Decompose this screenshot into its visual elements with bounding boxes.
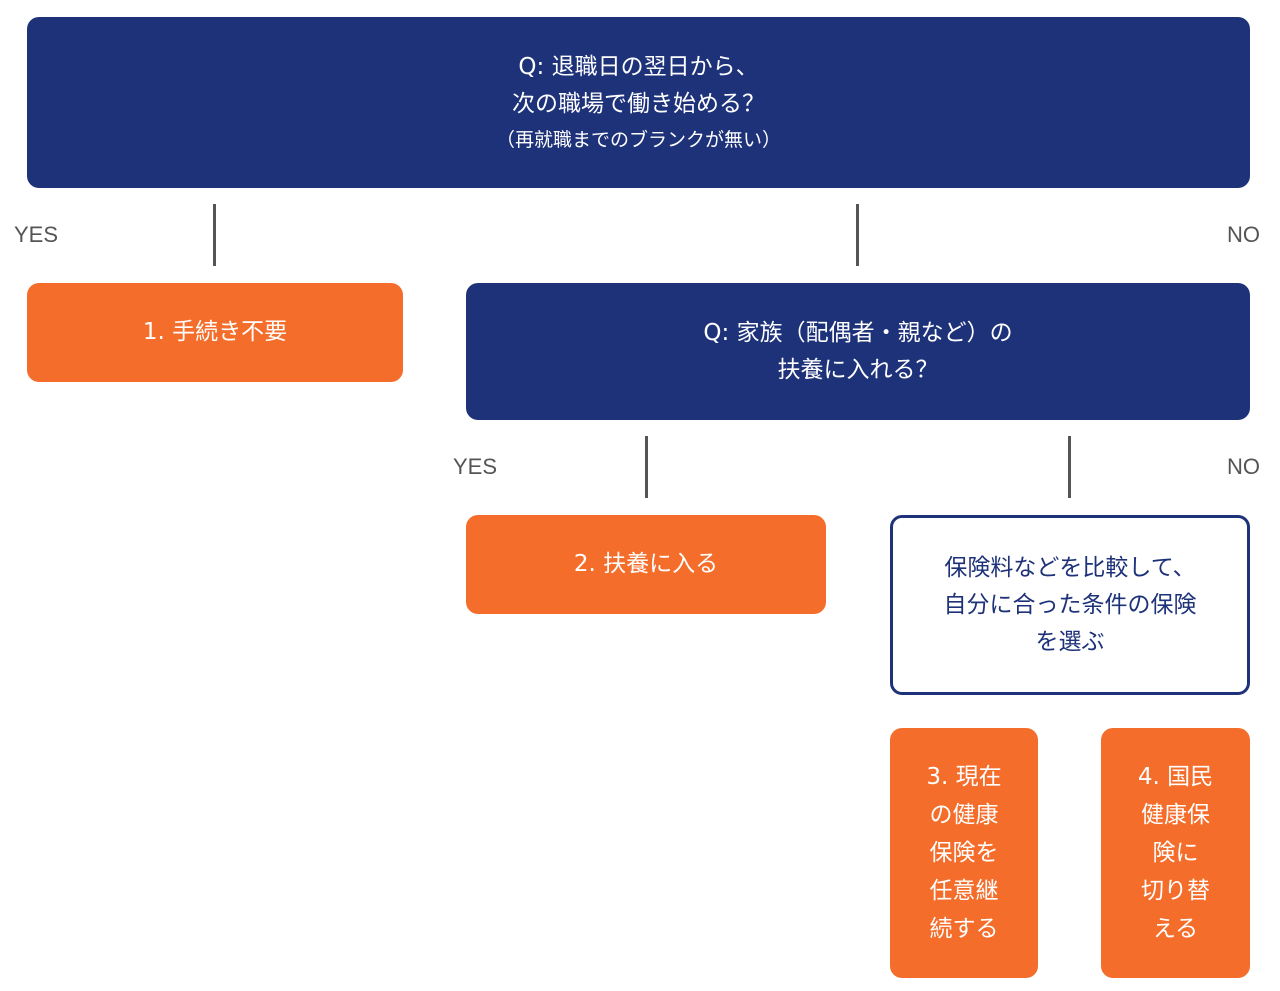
q1-no-connector	[856, 204, 859, 266]
result-2-box: 2. 扶養に入る	[466, 515, 826, 614]
q2-no-connector	[1068, 436, 1071, 498]
result-3-line-1: 3. 現在	[926, 764, 1002, 790]
compare-box: 保険料などを比較して、 自分に合った条件の保険 を選ぶ	[890, 515, 1250, 695]
result-2-text: 2. 扶養に入る	[573, 551, 719, 577]
question-1-line-1: Q: 退職日の翌日から、	[518, 53, 759, 80]
result-4-box: 4. 国民 健康保 険に 切り替 える	[1101, 728, 1250, 978]
result-1-box: 1. 手続き不要	[27, 283, 403, 382]
result-3-line-4: 任意継	[929, 878, 999, 904]
result-4-line-4: 切り替	[1141, 878, 1210, 904]
result-4-line-3: 険に	[1152, 840, 1199, 866]
result-3-box: 3. 現在 の健康 保険を 任意継 続する	[890, 728, 1038, 978]
q2-no-label: NO	[1227, 454, 1260, 479]
result-4-line-5: える	[1152, 916, 1199, 942]
result-1-text: 1. 手続き不要	[142, 319, 288, 345]
result-3-line-3: 保険を	[929, 840, 999, 866]
question-1-line-2: 次の職場で働き始める？	[512, 90, 765, 117]
question-2-line-2: 扶養に入れる？	[777, 356, 939, 383]
q2-yes-label: YES	[453, 454, 498, 479]
result-4-line-1: 4. 国民	[1137, 764, 1214, 790]
compare-line-1: 保険料などを比較して、	[944, 554, 1196, 581]
result-3-line-5: 続する	[929, 916, 999, 942]
q1-yes-label: YES	[14, 222, 59, 247]
q1-no-label: NO	[1227, 222, 1260, 247]
question-2-line-1: Q: 家族（配偶者・親など）の	[703, 319, 1013, 346]
question-2-box: Q: 家族（配偶者・親など）の 扶養に入れる？	[466, 283, 1250, 420]
result-4-line-2: 健康保	[1141, 802, 1210, 828]
compare-line-3: を選ぶ	[1035, 628, 1105, 655]
question-1-line-3: （再就職までのブランクが無い）	[495, 128, 781, 151]
q1-yes-connector	[213, 204, 216, 266]
compare-line-2: 自分に合った条件の保険	[943, 591, 1197, 618]
result-3-line-2: の健康	[929, 802, 999, 828]
question-1-box: Q: 退職日の翌日から、 次の職場で働き始める？ （再就職までのブランクが無い）	[27, 17, 1250, 188]
q2-yes-connector	[645, 436, 648, 498]
